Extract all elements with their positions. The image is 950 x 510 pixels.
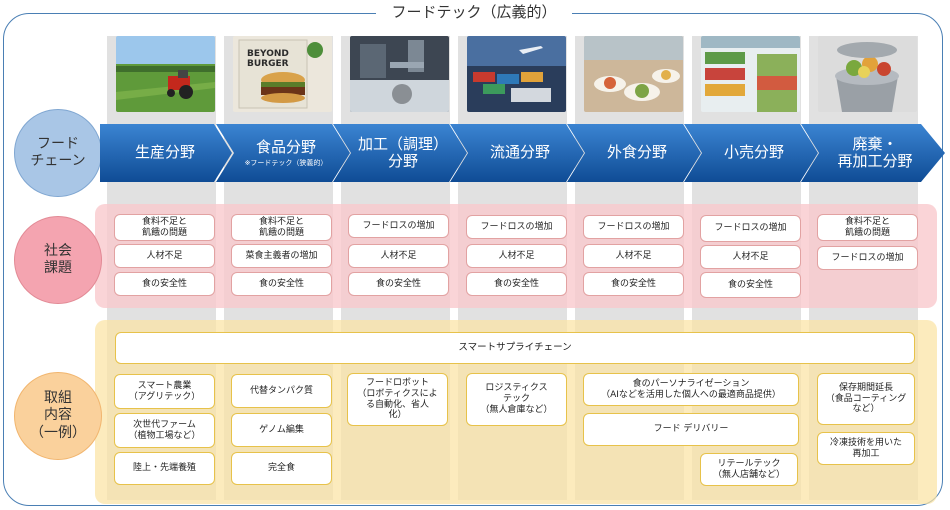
stage-name: 生産分野 [134, 143, 195, 162]
issue-box: 菜食主義者の増加 [231, 244, 332, 268]
stage-name: 加工（調理） 分野 [357, 134, 448, 170]
issue-box: 食料不足と 飢餓の問題 [231, 214, 332, 241]
initiative-box: 代替タンパク質 [231, 374, 332, 408]
issue-box: 食の安全性 [348, 272, 449, 296]
initiative-box: 保存期間延長 （食品コーティング など） [817, 373, 915, 425]
issue-box: 食の安全性 [700, 272, 801, 298]
stage-arrow-restaurant [567, 124, 701, 182]
stage-name: 流通分野 [489, 143, 550, 162]
initiative-box: 食のパーソナライゼーション （AIなどを活用した個人への最適商品提供） [583, 373, 799, 406]
logistics-photo [467, 36, 566, 112]
initiative-box: リテールテック （無人店舗など） [700, 453, 798, 486]
issue-box: 食の安全性 [231, 272, 332, 296]
issue-box: 人材不足 [466, 244, 567, 268]
stage-label-disposal: 廃棄・ 再加工分野 [819, 124, 931, 182]
stage-label-retail: 小売分野 [702, 124, 806, 182]
issue-box: フードロスの増加 [348, 214, 449, 238]
initiatives-circle: 取組内容（一例） [14, 372, 102, 460]
food-waste-photo [818, 36, 917, 112]
initiative-box: 完全食 [231, 452, 332, 485]
stage-arrow-production [100, 124, 232, 182]
stage-label-processing: 加工（調理） 分野 [349, 124, 457, 182]
initiatives-line-2: 内容 [44, 407, 72, 424]
social-issues-line-2: 課題 [44, 260, 72, 276]
issue-box: 食の安全性 [583, 272, 684, 296]
food-chain-circle: フードチェーン [14, 109, 102, 197]
issue-box: フードロスの増加 [817, 246, 918, 270]
issue-box: 食料不足と 飢餓の問題 [817, 214, 918, 241]
issue-box: フードロスの増加 [466, 215, 567, 239]
issue-box: 人材不足 [583, 244, 684, 268]
stage-label-distribution: 流通分野 [468, 124, 572, 182]
restaurant-photo [584, 36, 683, 112]
issue-box: 食の安全性 [114, 272, 215, 296]
svg-text:BURGER: BURGER [247, 59, 289, 69]
initiative-box: フード デリバリー [583, 413, 799, 446]
supermarket-photo [701, 36, 800, 112]
beyond-burger-photo: BEYOND BURGER [233, 36, 332, 112]
issue-box: 食料不足と 飢餓の問題 [114, 214, 215, 241]
stage-label-production: 生産分野 [108, 124, 222, 182]
stage-arrow-retail [684, 124, 818, 182]
stage-name: 廃棄・ 再加工分野 [837, 134, 913, 170]
initiative-box: ロジスティクス テック （無人倉庫など） [466, 373, 567, 426]
initiatives-line-1: 取組 [44, 389, 72, 406]
social-issues-line-1: 社会 [44, 242, 72, 259]
cooking-robot-photo [350, 36, 449, 112]
stage-name: 外食分野 [606, 143, 667, 162]
initiative-box: スマート農業 （アグリテック） [114, 374, 215, 409]
initiative-box: 冷凍技術を用いた 再加工 [817, 432, 915, 465]
initiative-box: 次世代ファーム （植物工場など） [114, 413, 215, 448]
stage-name: 食品分野 [255, 137, 316, 156]
initiative-box: ゲノム編集 [231, 413, 332, 447]
initiative-box: フードロボット （ロボティクスによ る自動化、省人 化） [347, 373, 448, 426]
issue-box: 食の安全性 [466, 272, 567, 296]
stage-sub-note: ※フードテック（狭義的） [244, 159, 328, 168]
stage-label-restaurant: 外食分野 [585, 124, 689, 182]
stage-name: 小売分野 [723, 143, 784, 162]
diagram-title: フードテック（広義的） [376, 1, 572, 23]
stage-label-food: 食品分野 ※フードテック（狭義的） [234, 124, 338, 182]
issue-box: 人材不足 [700, 245, 801, 269]
issue-box: フードロスの増加 [583, 215, 684, 239]
issue-box: フードロスの増加 [700, 215, 801, 242]
svg-text:BEYOND: BEYOND [247, 49, 289, 59]
issue-box: 人材不足 [114, 244, 215, 268]
initiative-box: 陸上・先端養殖 [114, 452, 215, 485]
stage-arrow-processing [333, 124, 467, 182]
initiatives-line-3: （一例） [30, 424, 86, 441]
stage-arrow-distribution [450, 124, 584, 182]
food-chain-line-2: チェーン [30, 153, 86, 169]
stage-arrow-disposal [801, 124, 945, 182]
food-chain-line-1: フード [37, 135, 79, 152]
issue-box: 人材不足 [348, 244, 449, 268]
smart-supply-chain-box: スマートサプライチェーン [115, 332, 915, 364]
social-issues-circle: 社会課題 [14, 216, 102, 304]
stage-arrow-food [216, 124, 350, 182]
tractor-farm-photo [116, 36, 215, 112]
